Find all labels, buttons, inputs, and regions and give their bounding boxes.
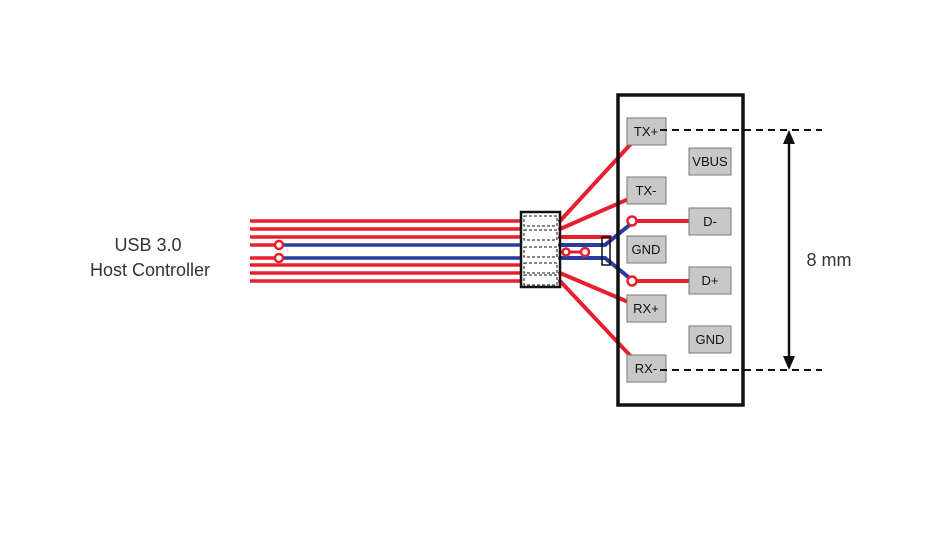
bundle-outline [519, 210, 562, 289]
dimension-arrow-head-down [783, 356, 795, 370]
via-center [579, 246, 591, 258]
fanout-rx-minus [558, 279, 642, 368]
bundle-small-box [601, 236, 611, 266]
pad-vbus: VBUS [688, 147, 732, 176]
pad-label-gnd-right: GND [696, 332, 725, 347]
cable-bundle [519, 210, 611, 289]
fanout-d-minus-blue [558, 221, 634, 247]
fanout-d-plus-blue [558, 256, 634, 282]
connector-pads: TX+ TX- GND RX+ RX- VBUS D- D+ [626, 117, 732, 383]
pad-tx-plus: TX+ [626, 117, 667, 146]
pad-label-d-plus: D+ [702, 273, 719, 288]
pad-d-plus: D+ [688, 266, 732, 295]
pad-rx-minus: RX- [626, 354, 667, 383]
connector-outline [616, 93, 745, 407]
via-d-minus-pad [626, 215, 638, 227]
pad-label-gnd-left: GND [632, 242, 661, 257]
via-d-minus [273, 239, 285, 251]
pad-label-rx-minus: RX- [635, 361, 657, 376]
bus-traces [250, 219, 522, 283]
bundle-cell-3 [523, 246, 558, 258]
bundle-via [561, 247, 571, 257]
pad-rx-plus: RX+ [626, 294, 667, 323]
via-d-plus [273, 252, 285, 264]
pad-gnd-left: GND [626, 235, 667, 264]
pad-label-rx-plus: RX+ [633, 301, 659, 316]
pad-label-tx-plus: TX+ [634, 124, 658, 139]
controller-label-line1: USB 3.0 [114, 235, 181, 255]
via-d-plus-pad [626, 275, 638, 287]
bundle-cell-1 [523, 215, 558, 227]
dimension-label: 8 mm [807, 250, 852, 270]
bundle-cell-4 [523, 262, 558, 274]
pad-d-minus: D- [688, 207, 732, 236]
dimension-annotation: 8 mm [660, 129, 852, 371]
pad-label-tx-minus: TX- [636, 183, 657, 198]
pad-label-d-minus: D- [703, 214, 717, 229]
pad-tx-minus: TX- [626, 176, 667, 205]
controller-label-line2: Host Controller [90, 260, 210, 280]
fanout-tx-plus [558, 132, 642, 223]
pad-label-vbus: VBUS [692, 154, 728, 169]
pad-gnd-right: GND [688, 325, 732, 354]
bundle-cell-5 [523, 274, 558, 286]
bundle-cell-2 [523, 229, 558, 241]
dimension-arrow-head-up [783, 130, 795, 144]
